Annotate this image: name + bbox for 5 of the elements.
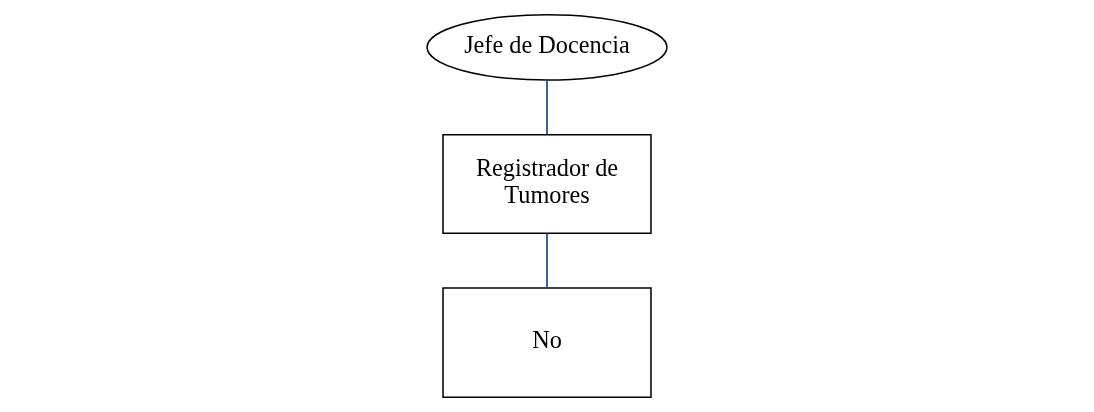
connector	[546, 232, 548, 289]
connector	[546, 79, 548, 136]
node-box: No	[442, 287, 652, 399]
node-box: Registrador de Tumores	[442, 133, 652, 235]
node-ellipse: Jefe de Docencia	[426, 13, 668, 81]
